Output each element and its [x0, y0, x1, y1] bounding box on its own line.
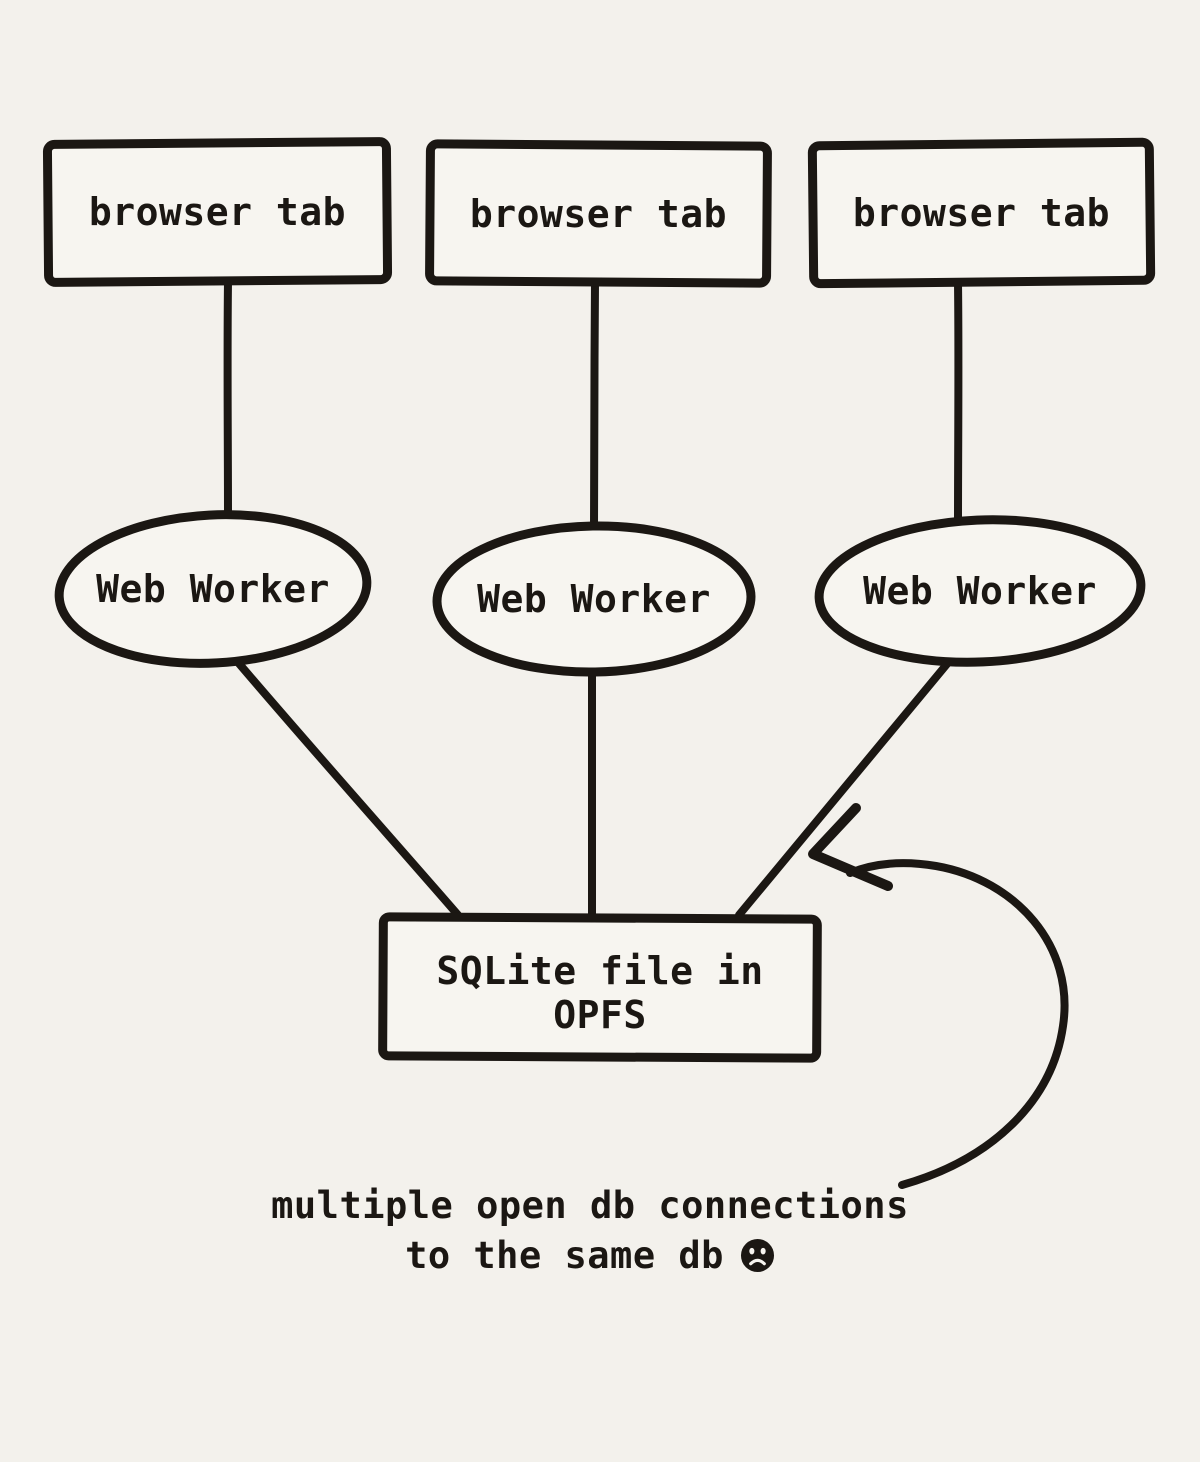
web-worker-label-3: Web Worker	[863, 569, 1097, 613]
browser-tab-box-3	[807, 137, 1156, 289]
connector-worker1-db	[232, 656, 462, 919]
web-worker-ellipse-3	[814, 515, 1146, 667]
browser-tab-label-3: browser tab	[852, 191, 1111, 235]
web-worker-ellipse-1	[54, 510, 372, 668]
web-worker-ellipse-2	[432, 521, 756, 677]
caption-line-1: multiple open db connections	[271, 1184, 909, 1227]
sqlite-label-line-1: SQLite file in	[436, 948, 764, 993]
frowning-face-icon	[740, 1238, 774, 1273]
sqlite-box	[378, 912, 822, 1063]
caption-line-2-text: to the same db	[405, 1234, 724, 1277]
annotation-arrowhead	[808, 803, 893, 891]
annotation-arrow-shaft	[846, 859, 1069, 1189]
browser-tab-label-1: browser tab	[88, 190, 347, 234]
sqlite-label: SQLite file in OPFS	[383, 918, 817, 1057]
browser-tab-box-2	[425, 139, 772, 288]
connector-worker3-db	[735, 660, 951, 919]
web-worker-label-2: Web Worker	[477, 577, 711, 621]
browser-tab-label-2: browser tab	[469, 191, 728, 236]
sqlite-label-line-2: OPFS	[553, 992, 647, 1037]
browser-tab-box-1	[42, 137, 393, 287]
caption-line-2: to the same db	[405, 1234, 775, 1277]
web-worker-label-1: Web Worker	[96, 567, 330, 611]
caption: multiple open db connections to the same…	[0, 1184, 1180, 1277]
connector-tab2-worker2	[590, 279, 599, 532]
